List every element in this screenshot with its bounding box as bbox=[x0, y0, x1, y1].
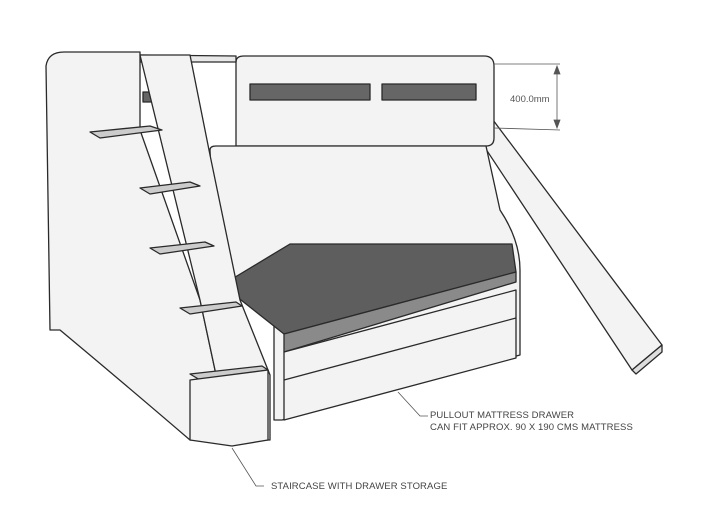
stair-step bbox=[139, 181, 201, 195]
slide-edge bbox=[631, 344, 663, 375]
drawer-edge bbox=[283, 317, 517, 381]
stair-step bbox=[179, 301, 243, 315]
drawer-leader-line bbox=[397, 391, 428, 417]
stair-step bbox=[89, 125, 163, 139]
drawer-annotation-line-1: PULLOUT MATTRESS DRAWER bbox=[430, 410, 575, 421]
upper-slot-left bbox=[249, 83, 371, 101]
dimension-arrow-down bbox=[553, 119, 561, 130]
staircase-annotation: STAIRCASE WITH DRAWER STORAGE bbox=[271, 481, 448, 492]
drawer-annotation-line-2: CAN FIT APPROX. 90 X 190 CMS MATTRESS bbox=[430, 422, 633, 433]
lower-mattress bbox=[221, 243, 517, 335]
drawer-annotation: PULLOUT MATTRESS DRAWER CAN FIT APPROX. … bbox=[430, 410, 633, 434]
staircase-side-panel bbox=[45, 51, 231, 441]
upper-bunk-front bbox=[235, 55, 495, 147]
dimension-arrow-up bbox=[553, 64, 561, 75]
dimension-label: 400.0mm bbox=[510, 94, 550, 105]
upper-slot-right bbox=[381, 83, 477, 101]
staircase-leader-line bbox=[231, 447, 264, 487]
mattress-side bbox=[283, 271, 517, 353]
dimension-extension-bottom bbox=[493, 127, 561, 131]
staircase-drawer bbox=[189, 369, 269, 447]
pullout-drawer bbox=[283, 289, 517, 421]
stair-step bbox=[149, 241, 215, 255]
